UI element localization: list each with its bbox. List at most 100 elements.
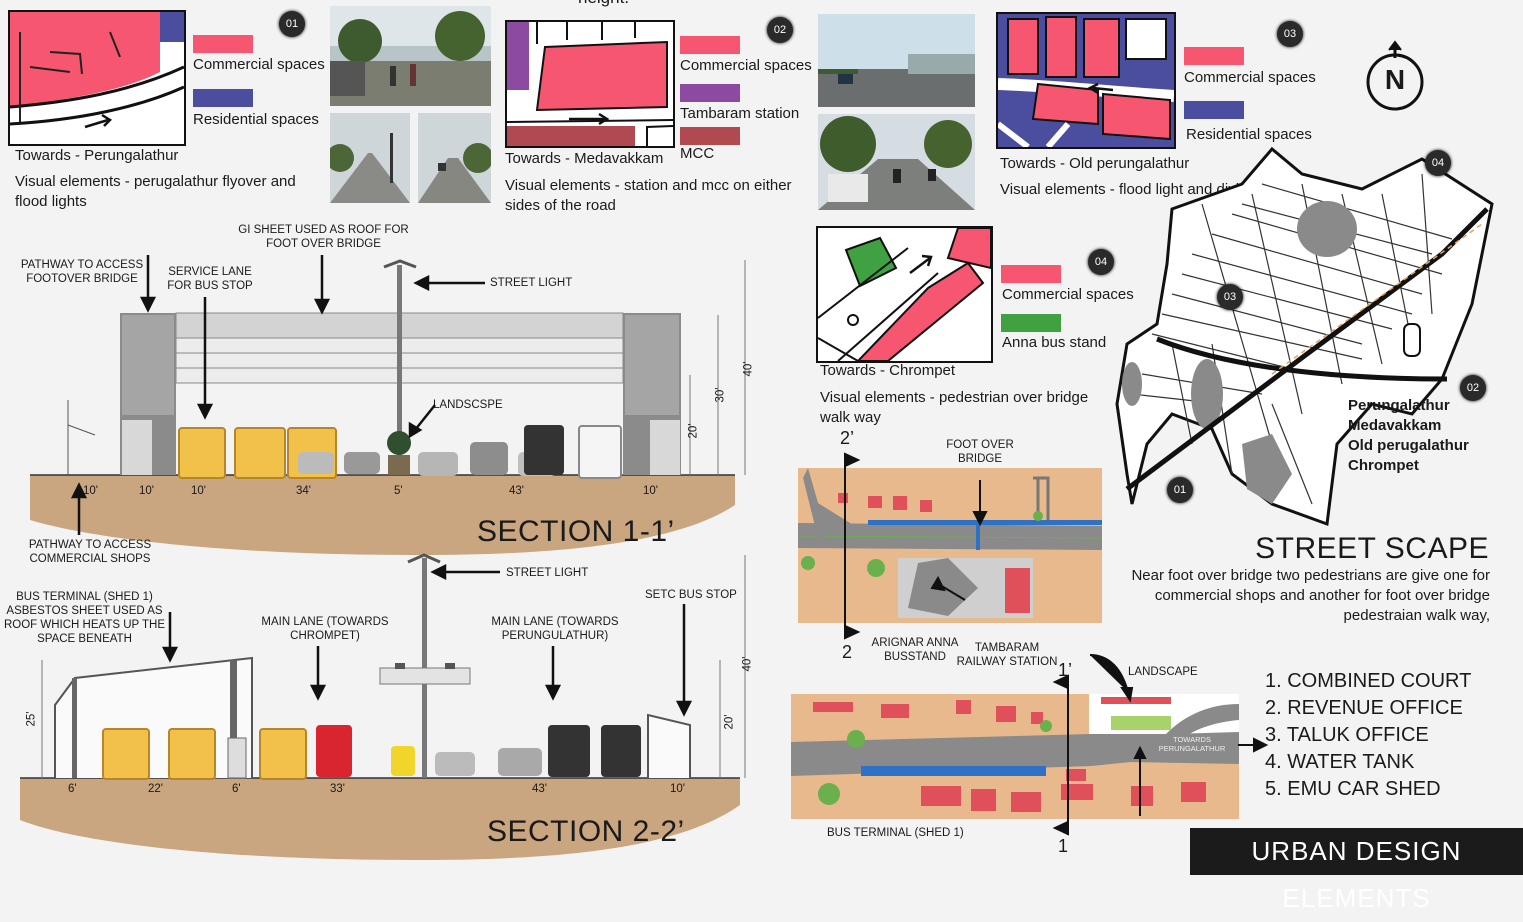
panel-4-visual: Visual elements - pedestrian over bridge… (820, 389, 1089, 426)
sec2-height-20: 20' (723, 714, 736, 730)
label-setc-bus-stop: SETC BUS STOP (645, 589, 737, 601)
plan-2-label-towards: TOWARDS PERUNGALATHUR (1158, 735, 1226, 753)
landmark-5: 5. EMU CAR SHED (1265, 778, 1441, 800)
car-1 (298, 452, 334, 474)
panel-3-towards: Towards - Old perungalathur (1000, 155, 1190, 172)
sec2-dim-4: 33' (330, 783, 345, 795)
panel-4-swatch-commercial (1001, 265, 1061, 283)
sec2-dim-2: 22' (148, 783, 163, 795)
label-landscape-1: LANDSCSPE (433, 399, 503, 411)
panel-1-badge: 01 (279, 11, 305, 37)
sec2-dim-6: 10' (670, 783, 685, 795)
panel-3-map (996, 12, 1176, 149)
bus-1 (178, 427, 226, 479)
panel-2-visual: Visual elements - station and mcc on eit… (505, 177, 792, 214)
bus-red (316, 725, 352, 777)
panel-3-badge: 03 (1277, 21, 1303, 47)
label-bus-terminal-shed: BUS TERMINAL (SHED 1) ASBESTOS SHEET USE… (3, 591, 165, 645)
car-2 (344, 452, 380, 474)
plan-2-label-landscape: LANDSCAPE (1128, 666, 1198, 678)
photo-road-1 (330, 113, 410, 203)
plan-1-label-busstand: ARIGNAR ANNA BUSSTAND (871, 637, 959, 663)
section-2-drawing (0, 550, 790, 875)
sec1-dim-7: 10' (643, 485, 658, 497)
panel-2-swatch-station (680, 84, 740, 102)
bus-9 (548, 725, 590, 777)
label-pathway-fob: PATHWAY TO ACCESS FOOTOVER BRIDGE (20, 259, 144, 285)
landmark-1: 1. COMBINED COURT (1265, 670, 1472, 692)
sec1-dim-4: 34' (296, 485, 311, 497)
street-scape-title: STREET SCAPE (1255, 532, 1489, 565)
plan-1-cut-bottom: 2 (842, 642, 853, 662)
car-3 (418, 452, 458, 476)
panel-4-swatch-bus-stand (1001, 314, 1061, 332)
panel-2-towards: Towards - Medavakkam (505, 150, 664, 167)
place-medavakkam: Medavakkam (1348, 417, 1442, 434)
photo-perungalathur-flyover (330, 6, 491, 106)
place-perungalathur: Perungalathur (1348, 397, 1450, 414)
plan-2-cut-top: 1’ (1058, 660, 1073, 680)
key-map (1112, 144, 1497, 540)
landmark-3: 3. TALUK OFFICE (1265, 724, 1429, 746)
plan-1-label-fob: FOOT OVER BRIDGE (946, 439, 1014, 465)
sec2-dim-5: 43' (532, 783, 547, 795)
landmark-4: 4. WATER TANK (1265, 751, 1415, 773)
plan-2-cut-bottom: 1 (1058, 836, 1069, 856)
plan-2-label-bus-terminal: BUS TERMINAL (SHED 1) (827, 827, 964, 839)
sec1-dim-2: 10' (139, 485, 154, 497)
section-1-arrows (70, 255, 485, 535)
car-7 (498, 748, 542, 776)
panel-3-legend-commercial: Commercial spaces (1184, 69, 1316, 86)
sec2-height-40: 40' (741, 656, 754, 672)
landmarks-list: 1. COMBINED COURT 2. REVENUE OFFICE 3. T… (1265, 668, 1471, 803)
key-badge-04: 04 (1425, 150, 1451, 176)
panel-3-swatch-commercial (1184, 47, 1244, 65)
bus-10 (601, 725, 641, 777)
panel-1-swatch-residential (193, 89, 253, 107)
photo-station-road (818, 14, 975, 107)
north-label: N (1384, 64, 1406, 95)
panel-2-legend-commercial: Commercial spaces (680, 57, 812, 74)
bus-7 (168, 728, 216, 780)
bus-6 (102, 728, 150, 780)
plan-1-cut-top: 2’ (840, 428, 855, 448)
plan-1-cut-lines (844, 452, 988, 640)
panel-1-legend-commercial: Commercial spaces (193, 56, 325, 73)
label-service-lane: SERVICE LANE FOR BUS STOP (167, 266, 253, 292)
label-gi-sheet: GI SHEET USED AS ROOF FOR FOOT OVER BRID… (238, 224, 409, 250)
section-1-title: SECTION 1-1’ (477, 515, 675, 548)
sec2-height-25: 25' (25, 711, 38, 727)
section-1-drawing (0, 225, 790, 560)
label-pathway-shops: PATHWAY TO ACCESS COMMERCIAL SHOPS (28, 539, 152, 565)
north-arrow-icon: N (1363, 40, 1427, 112)
sec1-dim-6: 43' (509, 485, 524, 497)
autorickshaw (391, 746, 415, 776)
panel-4-badge: 04 (1088, 249, 1114, 275)
label-street-light-2: STREET LIGHT (506, 567, 589, 579)
key-map-places: Perungalathur Medavakkam Old perugalathu… (1348, 396, 1469, 476)
photo-highway (818, 114, 975, 210)
panel-2-swatch-commercial (680, 36, 740, 54)
sec2-dim-1: 6' (68, 783, 77, 795)
panel-1-towards: Towards - Perungalathur (15, 147, 179, 164)
key-badge-01: 01 (1167, 477, 1193, 503)
panel-3-swatch-residential (1184, 101, 1244, 119)
panel-1-swatch-commercial (193, 35, 253, 53)
panel-2-legend-station: Tambaram station (680, 105, 800, 122)
sec1-dim-1: 10' (83, 485, 98, 497)
bus-2 (234, 427, 286, 479)
label-street-light-1: STREET LIGHT (490, 277, 573, 289)
panel-4-map (816, 226, 993, 363)
panel-3-visual: Visual elements - flood light and divide… (1000, 181, 1261, 198)
panel-4-legend-bus-stand: Anna bus stand (1002, 334, 1107, 351)
plan-2 (791, 694, 1239, 819)
sec1-dim-3: 10' (191, 485, 206, 497)
label-main-lane-perungulathur: MAIN LANE (TOWARDS PERUNGULATHUR) (491, 616, 619, 642)
plan-1-label-station: TAMBARAM RAILWAY STATION (956, 642, 1058, 668)
panel-2-map (505, 20, 675, 148)
bus-5 (578, 425, 622, 479)
panel-3-legend-residential: Residential spaces (1186, 126, 1312, 143)
panel-4-legend-commercial: Commercial spaces (1002, 286, 1134, 303)
key-badge-02: 02 (1460, 375, 1486, 401)
sec2-dim-3: 6' (232, 783, 241, 795)
